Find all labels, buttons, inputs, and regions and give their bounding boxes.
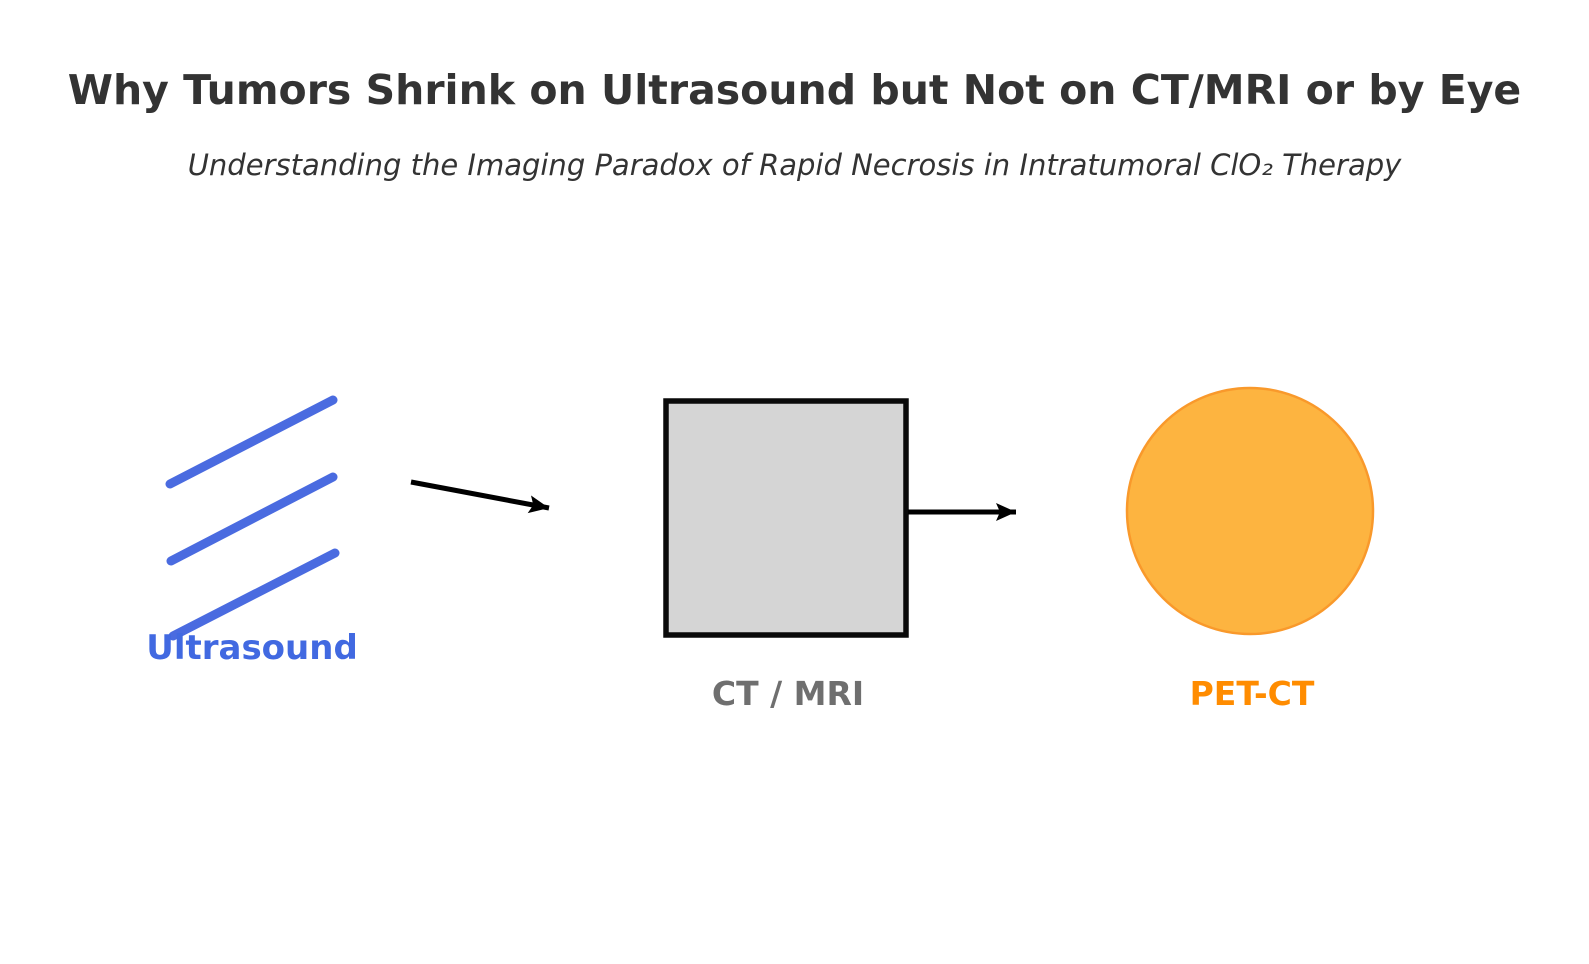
arrow-ultrasound-to-ctmri [410,479,550,514]
ultrasound-echo-line-1 [165,395,338,489]
ultrasound-label: Ultrasound [146,628,358,668]
ultrasound-echo-line-2 [166,472,338,566]
figure-title: Why Tumors Shrink on Ultrasound but Not … [67,66,1522,114]
petct-label: PET-CT [1189,674,1315,713]
ultrasound-echo-lines [165,395,340,641]
figure-subtitle: Understanding the Imaging Paradox of Rap… [187,148,1402,182]
ultrasound-echo-line-3 [168,548,340,641]
petct-tumor-circle [1125,386,1375,636]
ctmri-label: CT / MRI [711,674,865,713]
ctmri-tumor-box [663,398,909,638]
